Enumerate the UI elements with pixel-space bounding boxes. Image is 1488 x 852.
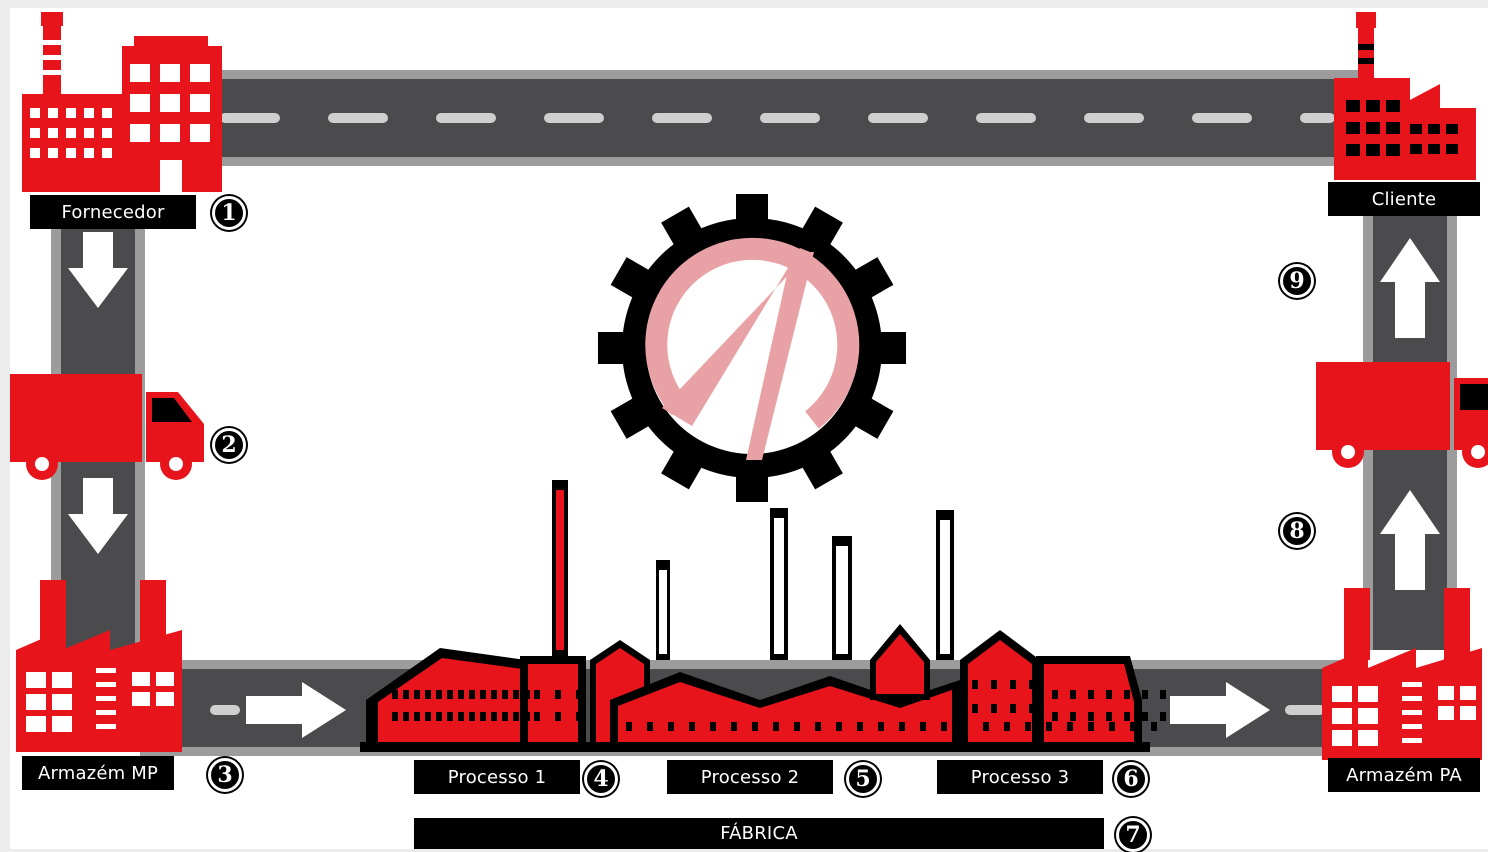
skyline-window <box>1124 712 1130 721</box>
skyline-window <box>392 690 398 699</box>
skyline-window <box>576 690 582 699</box>
skyline-window <box>403 690 409 699</box>
skyline-window <box>555 712 561 721</box>
skyline-window <box>972 680 978 689</box>
skyline-window <box>689 722 695 731</box>
skyline-window <box>899 722 905 731</box>
skyline-window <box>469 712 475 721</box>
skyline-window <box>414 712 420 721</box>
step-badge-4: 4 <box>584 762 618 796</box>
skyline-window <box>513 690 519 699</box>
skyline-window <box>469 690 475 699</box>
skyline-window <box>458 690 464 699</box>
skyline-window <box>425 690 431 699</box>
supplier-label: Fornecedor <box>30 195 196 229</box>
skyline-window <box>1004 722 1010 731</box>
skyline-window <box>436 690 442 699</box>
skyline-window <box>555 690 561 699</box>
skyline-window <box>1029 680 1035 689</box>
skyline-window <box>668 722 674 731</box>
skyline-window <box>491 712 497 721</box>
skyline-window <box>1052 690 1058 699</box>
skyline-window <box>710 722 716 731</box>
skyline-window <box>991 680 997 689</box>
customer-label: Cliente <box>1328 182 1480 216</box>
skyline-window <box>920 722 926 731</box>
skyline-window <box>1067 722 1073 731</box>
skyline-window <box>1142 690 1148 699</box>
step-badge-8: 8 <box>1280 514 1314 548</box>
skyline-window <box>1052 712 1058 721</box>
skyline-window <box>1088 722 1094 731</box>
skyline-window <box>1088 690 1094 699</box>
step-badge-9: 9 <box>1280 264 1314 298</box>
skyline-window <box>731 722 737 731</box>
skyline-window <box>534 712 540 721</box>
skyline-window <box>1106 690 1112 699</box>
skyline-window <box>1046 722 1052 731</box>
step-badge-1: 1 <box>212 196 246 230</box>
skyline-window <box>392 712 398 721</box>
skyline-window <box>447 690 453 699</box>
skyline-window <box>647 722 653 731</box>
skyline-window <box>1124 690 1130 699</box>
skyline-window <box>576 712 582 721</box>
skyline-window <box>794 722 800 731</box>
skyline-window <box>1070 690 1076 699</box>
skyline-window <box>458 712 464 721</box>
skyline-window <box>480 712 486 721</box>
skyline-window <box>1070 712 1076 721</box>
skyline-window <box>1109 722 1115 731</box>
skyline-window <box>1010 704 1016 713</box>
skyline-window <box>1029 704 1035 713</box>
skyline-window <box>1142 712 1148 721</box>
skyline-window <box>534 690 540 699</box>
skyline-window <box>941 722 947 731</box>
skyline-window <box>1151 722 1157 731</box>
skyline-window <box>983 722 989 731</box>
skyline-window <box>773 722 779 731</box>
skyline-window <box>513 712 519 721</box>
skyline-window <box>1160 712 1166 721</box>
skyline-window <box>524 690 530 699</box>
skyline-window <box>752 722 758 731</box>
finished-warehouse-label: Armazém PA <box>1328 758 1480 792</box>
skyline-window <box>815 722 821 731</box>
process-3-label: Processo 3 <box>937 760 1103 794</box>
skyline-window <box>436 712 442 721</box>
skyline-window <box>836 722 842 731</box>
step-badge-6: 6 <box>1114 762 1148 796</box>
process-2-label: Processo 2 <box>667 760 833 794</box>
skyline-window <box>1130 722 1136 731</box>
raw-warehouse-label: Armazém MP <box>22 756 174 790</box>
skyline-window <box>857 722 863 731</box>
process-1-label: Processo 1 <box>414 760 580 794</box>
skyline-window <box>403 712 409 721</box>
skyline-window <box>1025 722 1031 731</box>
skyline-window <box>626 722 632 731</box>
skyline-window <box>524 712 530 721</box>
skyline-window <box>491 690 497 699</box>
factory-label: FÁBRICA <box>414 818 1104 849</box>
step-badge-5: 5 <box>846 762 880 796</box>
skyline-window <box>878 722 884 731</box>
skyline-window <box>502 712 508 721</box>
skyline-window <box>972 704 978 713</box>
skyline-window <box>962 722 968 731</box>
step-badge-2: 2 <box>212 428 246 462</box>
skyline-window <box>991 704 997 713</box>
step-badge-3: 3 <box>208 758 242 792</box>
skyline-window <box>1088 712 1094 721</box>
skyline-window <box>425 712 431 721</box>
skyline-window <box>502 690 508 699</box>
step-badge-7: 7 <box>1116 818 1150 852</box>
skyline-window <box>1106 712 1112 721</box>
skyline-window <box>1010 680 1016 689</box>
skyline-window <box>480 690 486 699</box>
skyline-window <box>1160 690 1166 699</box>
skyline-window <box>447 712 453 721</box>
skyline-window <box>414 690 420 699</box>
